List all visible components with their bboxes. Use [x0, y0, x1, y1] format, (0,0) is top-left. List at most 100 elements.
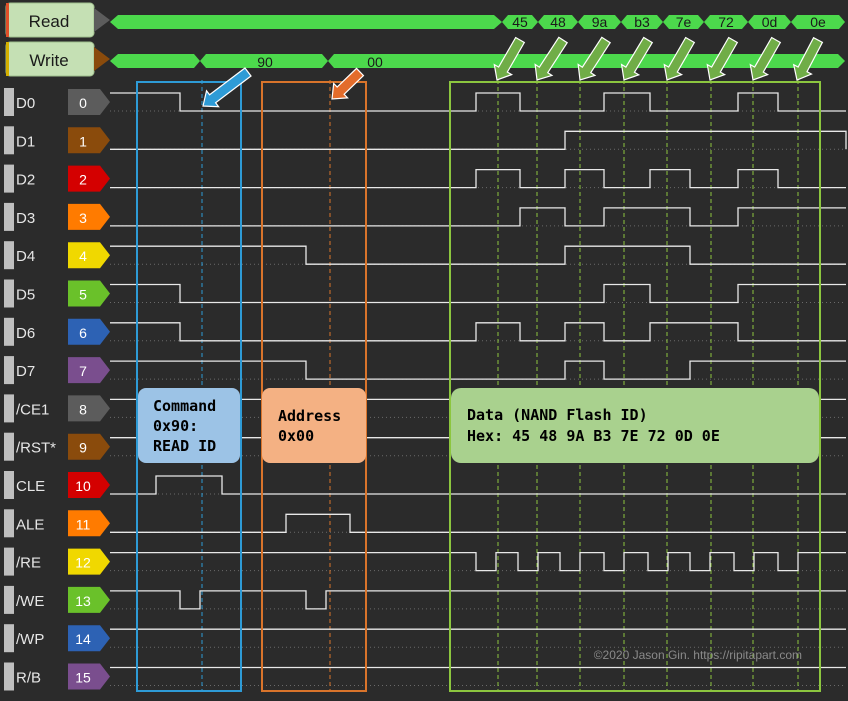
- channel-name: /CE1: [16, 401, 49, 418]
- channel-color-strip: [4, 509, 14, 538]
- read-byte-cell[interactable]: [704, 15, 748, 29]
- channel-color-strip: [4, 88, 14, 116]
- channel-number-tag[interactable]: [68, 586, 110, 613]
- channel-name: /WP: [16, 631, 44, 648]
- channel-color-strip: [4, 624, 14, 653]
- channel-number-tag[interactable]: [68, 242, 110, 269]
- read-byte-cell[interactable]: [578, 15, 621, 29]
- channel-label-wp[interactable]: /WP 14: [4, 624, 110, 653]
- channel-number-tag[interactable]: [68, 165, 110, 192]
- channel-number: 14: [75, 631, 91, 647]
- write-bus-idle-segment: [110, 54, 200, 68]
- read-decoder-label: Read: [29, 12, 70, 31]
- signal-trace: [110, 207, 846, 227]
- command-annotation-line2: 0x90:: [153, 417, 198, 435]
- channel-color-strip: [4, 432, 14, 461]
- read-byte-cell[interactable]: [748, 15, 791, 29]
- channel-label-d4[interactable]: D4 4: [4, 241, 110, 270]
- read-bus-idle-segment: [110, 15, 502, 29]
- channel-name: D6: [16, 325, 35, 342]
- data-annotation: Data (NAND Flash ID)Hex: 45 48 9A B3 7E …: [451, 388, 819, 463]
- data-arrow-icon: [620, 36, 654, 81]
- channel-number-tag[interactable]: [68, 318, 110, 345]
- channel-number-tag[interactable]: [68, 663, 110, 690]
- write-byte-cell[interactable]: [200, 54, 328, 68]
- channel-name: D7: [16, 363, 35, 380]
- channel-name: D3: [16, 210, 35, 227]
- channel-number-tag[interactable]: [68, 510, 110, 537]
- read-byte-cell[interactable]: [621, 15, 663, 29]
- channel-label-rst[interactable]: /RST*9: [4, 432, 110, 461]
- channel-label-we[interactable]: /WE 13: [4, 585, 110, 614]
- channel-number-tag[interactable]: [68, 280, 110, 307]
- read-byte-label: 0e: [810, 14, 826, 30]
- command-arrow-icon: [202, 67, 252, 108]
- read-byte-cell[interactable]: [502, 15, 538, 29]
- signal-trace: [110, 283, 846, 304]
- channel-number-tag[interactable]: [68, 203, 110, 230]
- channel-number-tag[interactable]: [68, 472, 110, 498]
- address-annotation-line2: 0x00: [278, 427, 314, 445]
- data-arrow-icon: [493, 36, 526, 81]
- channel-number: 0: [79, 95, 87, 111]
- channel-number-tag[interactable]: [68, 625, 110, 652]
- read-byte-cell[interactable]: [791, 15, 845, 29]
- channel-name: D5: [16, 287, 35, 304]
- data-arrow-icon-shape: [749, 36, 782, 81]
- channel-color-strip: [4, 279, 14, 308]
- read-byte-cell[interactable]: [663, 15, 704, 29]
- channel-color-strip: [4, 241, 14, 270]
- address-annotation-bg: [262, 388, 366, 463]
- signal-trace: [110, 590, 846, 610]
- data-arrow-icon: [534, 36, 569, 81]
- channel-number-tag[interactable]: [68, 548, 110, 575]
- channel-color-strip: [4, 356, 14, 385]
- data-arrow-icon-shape: [620, 36, 654, 81]
- read-decoder-button[interactable]: Read: [5, 2, 110, 38]
- data-region-box: [449, 81, 821, 692]
- channel-name: CLE: [16, 478, 45, 495]
- read-byte-label: 9a: [592, 14, 608, 30]
- channel-number-tag[interactable]: [68, 357, 110, 384]
- signal-trace: [110, 92, 846, 112]
- channel-name: D1: [16, 133, 35, 150]
- channel-number-tag[interactable]: [68, 127, 110, 154]
- channel-name: /WE: [16, 593, 44, 610]
- signal-trace: [110, 168, 846, 189]
- data-annotation-line2: Hex: 45 48 9A B3 7E 72 0D 0E: [467, 427, 720, 445]
- signal-trace: [110, 130, 847, 150]
- channel-number-tag[interactable]: [68, 89, 110, 115]
- channel-number-tag[interactable]: [68, 395, 110, 422]
- channel-name: D4: [16, 248, 35, 265]
- data-arrow-icon-shape: [493, 36, 526, 81]
- command-annotation-line1: Command: [153, 397, 216, 415]
- channel-number: 13: [75, 593, 91, 609]
- address-arrow-icon-shape: [331, 67, 365, 100]
- command-arrow-icon-shape: [202, 67, 252, 108]
- channel-color-strip: [4, 317, 14, 346]
- write-decoder-button[interactable]: Write: [5, 41, 110, 77]
- channel-color-strip: [4, 394, 14, 423]
- channel-number-tag[interactable]: [68, 433, 110, 460]
- write-byte-label: 00: [367, 54, 383, 70]
- signal-trace: [110, 245, 846, 265]
- signal-trace: [110, 322, 846, 342]
- channel-number: 4: [79, 248, 87, 264]
- command-region-box: [136, 81, 242, 692]
- channel-number: 12: [75, 555, 91, 571]
- read-byte-cell[interactable]: [538, 15, 578, 29]
